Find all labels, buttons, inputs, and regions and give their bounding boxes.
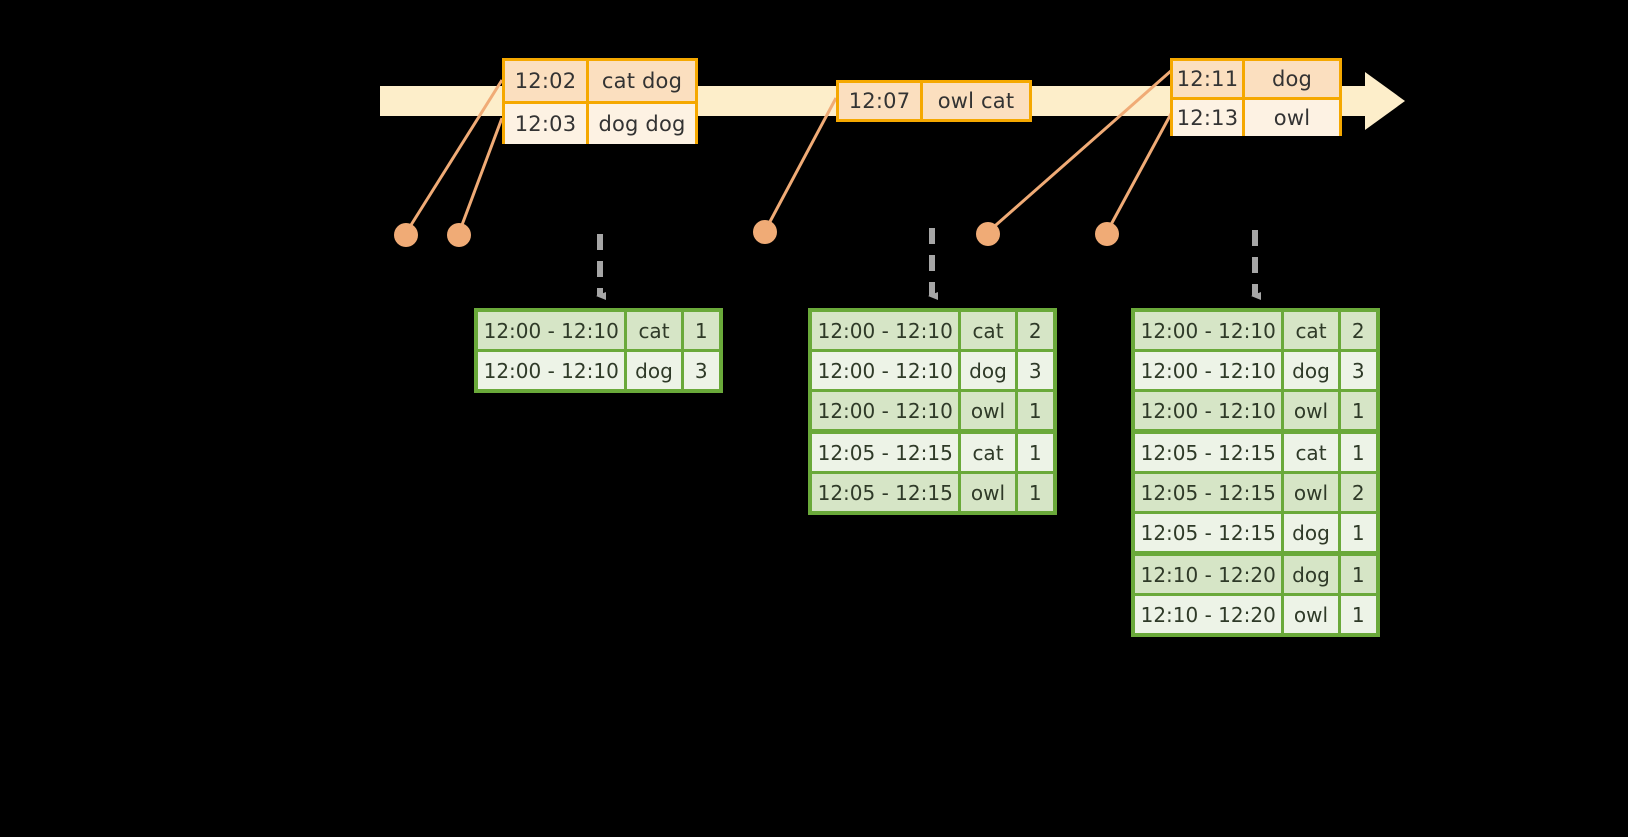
window-cell: 12:00 - 12:10 <box>812 312 962 349</box>
word-cell: dog <box>961 352 1018 389</box>
connector-dot <box>976 222 1000 246</box>
event-connector-dots <box>394 220 1119 247</box>
word-cell: cat <box>1284 434 1341 471</box>
count-cell: 1 <box>1340 596 1376 633</box>
word-cell: cat <box>961 434 1018 471</box>
event-group-2[interactable]: 12:07 owl cat <box>836 80 1032 122</box>
count-cell: 3 <box>1017 352 1053 389</box>
window-cell: 12:05 - 12:15 <box>1135 474 1285 511</box>
event-row[interactable]: 12:11 dog <box>1173 61 1339 97</box>
window-cell: 12:00 - 12:10 <box>1135 392 1285 429</box>
table-row[interactable]: 12:00 - 12:10 owl 1 <box>1135 392 1376 434</box>
table-row[interactable]: 12:05 - 12:15 cat 1 <box>812 434 1053 474</box>
count-cell: 3 <box>1340 352 1376 389</box>
window-cell: 12:05 - 12:15 <box>1135 514 1285 551</box>
table-row[interactable]: 12:00 - 12:10 cat 2 <box>812 312 1053 352</box>
event-words: cat dog <box>589 61 695 101</box>
table-row[interactable]: 12:00 - 12:10 dog 3 <box>478 352 719 389</box>
window-cell: 12:00 - 12:10 <box>478 312 628 349</box>
count-cell: 1 <box>683 312 719 349</box>
table-row[interactable]: 12:00 - 12:10 dog 3 <box>812 352 1053 392</box>
word-cell: cat <box>627 312 684 349</box>
window-cell: 12:00 - 12:10 <box>1135 312 1285 349</box>
event-words: dog dog <box>589 104 695 144</box>
count-cell: 1 <box>1017 434 1053 471</box>
table-row[interactable]: 12:00 - 12:10 cat 2 <box>1135 312 1376 352</box>
window-cell: 12:00 - 12:10 <box>812 392 962 429</box>
connector-dot <box>447 223 471 247</box>
table-row[interactable]: 12:10 - 12:20 owl 1 <box>1135 596 1376 633</box>
connector-dot <box>394 223 418 247</box>
event-time: 12:13 <box>1173 100 1245 136</box>
window-cell: 12:00 - 12:10 <box>812 352 962 389</box>
count-cell: 1 <box>1340 556 1376 593</box>
table-row[interactable]: 12:00 - 12:10 owl 1 <box>812 392 1053 434</box>
event-row[interactable]: 12:03 dog dog <box>505 101 695 144</box>
count-cell: 1 <box>1340 392 1376 429</box>
event-time: 12:07 <box>839 83 923 119</box>
word-cell: cat <box>961 312 1018 349</box>
table-row[interactable]: 12:10 - 12:20 dog 1 <box>1135 556 1376 596</box>
event-words: owl <box>1245 100 1339 136</box>
event-words: owl cat <box>923 83 1029 119</box>
window-cell: 12:05 - 12:15 <box>1135 434 1285 471</box>
event-row[interactable]: 12:02 cat dog <box>505 61 695 101</box>
table-row[interactable]: 12:05 - 12:15 dog 1 <box>1135 514 1376 556</box>
table-row[interactable]: 12:00 - 12:10 dog 3 <box>1135 352 1376 392</box>
count-cell: 1 <box>1017 474 1053 511</box>
window-cell: 12:05 - 12:15 <box>812 434 962 471</box>
event-row[interactable]: 12:07 owl cat <box>839 83 1029 119</box>
result-table-2[interactable]: 12:00 - 12:10 cat 2 12:00 - 12:10 dog 3 … <box>808 308 1057 515</box>
count-cell: 1 <box>1340 514 1376 551</box>
event-time: 12:02 <box>505 61 589 101</box>
count-cell: 1 <box>1340 434 1376 471</box>
word-cell: owl <box>1284 474 1341 511</box>
window-cell: 12:10 - 12:20 <box>1135 596 1285 633</box>
window-cell: 12:00 - 12:10 <box>478 352 628 389</box>
word-cell: dog <box>1284 556 1341 593</box>
event-group-3[interactable]: 12:11 dog 12:13 owl <box>1170 58 1342 136</box>
count-cell: 2 <box>1340 474 1376 511</box>
word-cell: owl <box>961 474 1018 511</box>
table-row[interactable]: 12:05 - 12:15 owl 2 <box>1135 474 1376 514</box>
count-cell: 2 <box>1017 312 1053 349</box>
word-cell: dog <box>627 352 684 389</box>
word-cell: cat <box>1284 312 1341 349</box>
event-time: 12:03 <box>505 104 589 144</box>
event-group-1[interactable]: 12:02 cat dog 12:03 dog dog <box>502 58 698 144</box>
word-cell: owl <box>1284 596 1341 633</box>
word-cell: dog <box>1284 514 1341 551</box>
count-cell: 3 <box>683 352 719 389</box>
result-table-3[interactable]: 12:00 - 12:10 cat 2 12:00 - 12:10 dog 3 … <box>1131 308 1380 637</box>
result-table-1[interactable]: 12:00 - 12:10 cat 1 12:00 - 12:10 dog 3 <box>474 308 723 393</box>
table-row[interactable]: 12:05 - 12:15 cat 1 <box>1135 434 1376 474</box>
word-cell: dog <box>1284 352 1341 389</box>
connector-dot <box>1095 222 1119 246</box>
word-cell: owl <box>961 392 1018 429</box>
count-cell: 2 <box>1340 312 1376 349</box>
table-row[interactable]: 12:05 - 12:15 owl 1 <box>812 474 1053 511</box>
event-time: 12:11 <box>1173 61 1245 97</box>
connector-dot <box>753 220 777 244</box>
window-cell: 12:00 - 12:10 <box>1135 352 1285 389</box>
window-cell: 12:05 - 12:15 <box>812 474 962 511</box>
window-cell: 12:10 - 12:20 <box>1135 556 1285 593</box>
trigger-arrows <box>596 228 1261 300</box>
event-words: dog <box>1245 61 1339 97</box>
event-row[interactable]: 12:13 owl <box>1173 97 1339 136</box>
word-cell: owl <box>1284 392 1341 429</box>
count-cell: 1 <box>1017 392 1053 429</box>
table-row[interactable]: 12:00 - 12:10 cat 1 <box>478 312 719 352</box>
